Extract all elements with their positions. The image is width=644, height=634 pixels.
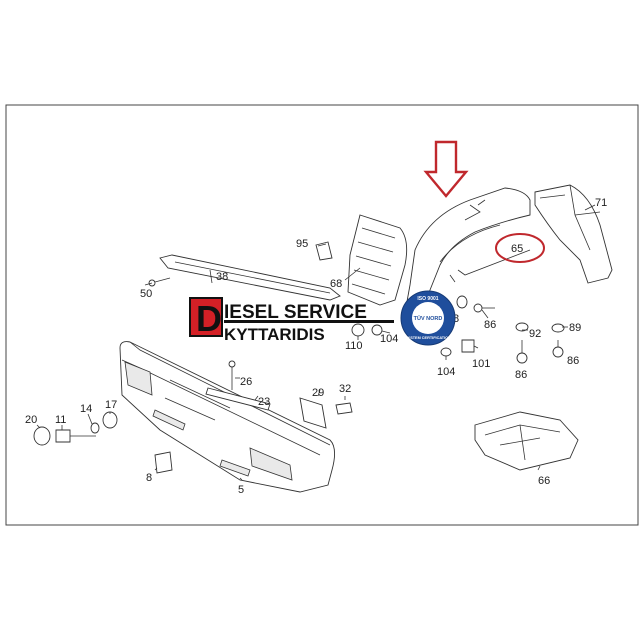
diagram-frame xyxy=(5,104,639,526)
part-number-89: 89 xyxy=(569,322,581,334)
screw-head-part xyxy=(228,360,236,368)
pointer-arrow-icon xyxy=(423,140,469,198)
part-number-71: 71 xyxy=(595,197,607,209)
leader-lines xyxy=(36,204,596,481)
part-number-86-a: 86 xyxy=(484,319,496,331)
part-number-65: 65 xyxy=(511,243,523,255)
highlight-circle-icon xyxy=(495,233,545,263)
logo-initial-box xyxy=(189,297,223,337)
company-logo: D IESEL SERVICE KYTTARIDIS xyxy=(189,297,394,344)
logo-initial: D xyxy=(196,298,222,339)
part-number-5: 5 xyxy=(238,484,244,496)
part-number-86-c: 86 xyxy=(515,369,527,381)
part-number-104-b: 104 xyxy=(380,333,398,345)
part-number-8-b: 8 xyxy=(146,472,152,484)
part-number-92: 92 xyxy=(529,328,541,340)
bumper-part xyxy=(119,341,335,493)
part-number-8-a: 8 xyxy=(453,313,459,325)
part-number-50: 50 xyxy=(140,288,152,300)
badge-top-text: ISO 9001 xyxy=(417,296,438,302)
plate-part xyxy=(299,397,327,429)
part-number-68: 68 xyxy=(330,278,342,290)
trim-strip-part xyxy=(159,254,341,301)
part-number-23: 23 xyxy=(258,396,270,408)
badge-middle-text: TÜV NORD xyxy=(414,315,443,322)
part-number-29: 29 xyxy=(312,387,324,399)
fasteners-left xyxy=(33,277,171,446)
part-number-20: 20 xyxy=(25,414,37,426)
logo-line-2: KYTTARIDIS xyxy=(224,325,325,344)
part-number-26: 26 xyxy=(240,376,252,388)
fasteners-right xyxy=(473,303,565,364)
mudguard-part xyxy=(534,184,613,284)
part-number-86-b: 86 xyxy=(567,355,579,367)
badge-inner xyxy=(412,302,444,334)
reflector-strip-part xyxy=(205,387,271,411)
fasteners-center xyxy=(315,241,475,415)
part-number-101: 101 xyxy=(472,358,490,370)
part-number-110: 110 xyxy=(345,340,363,352)
part-number-11: 11 xyxy=(55,414,66,426)
fender-part xyxy=(403,187,531,326)
bracket-part xyxy=(154,451,173,474)
part-number-17: 17 xyxy=(105,399,117,411)
badge-bottom-text: SYSTEM CERTIFICATION xyxy=(405,336,451,340)
part-number-38: 38 xyxy=(216,271,228,283)
certification-badge: ISO 9001 TÜV NORD SYSTEM CERTIFICATION xyxy=(400,290,456,346)
logo-underline xyxy=(224,320,394,323)
part-number-95: 95 xyxy=(296,238,308,250)
logo-line-1: IESEL SERVICE xyxy=(224,302,367,323)
part-number-104-a: 104 xyxy=(437,366,455,378)
part-number-32: 32 xyxy=(339,383,351,395)
part-number-66: 66 xyxy=(538,475,550,487)
part-number-14: 14 xyxy=(80,403,92,415)
grille-part xyxy=(347,214,408,306)
step-part xyxy=(474,411,579,471)
